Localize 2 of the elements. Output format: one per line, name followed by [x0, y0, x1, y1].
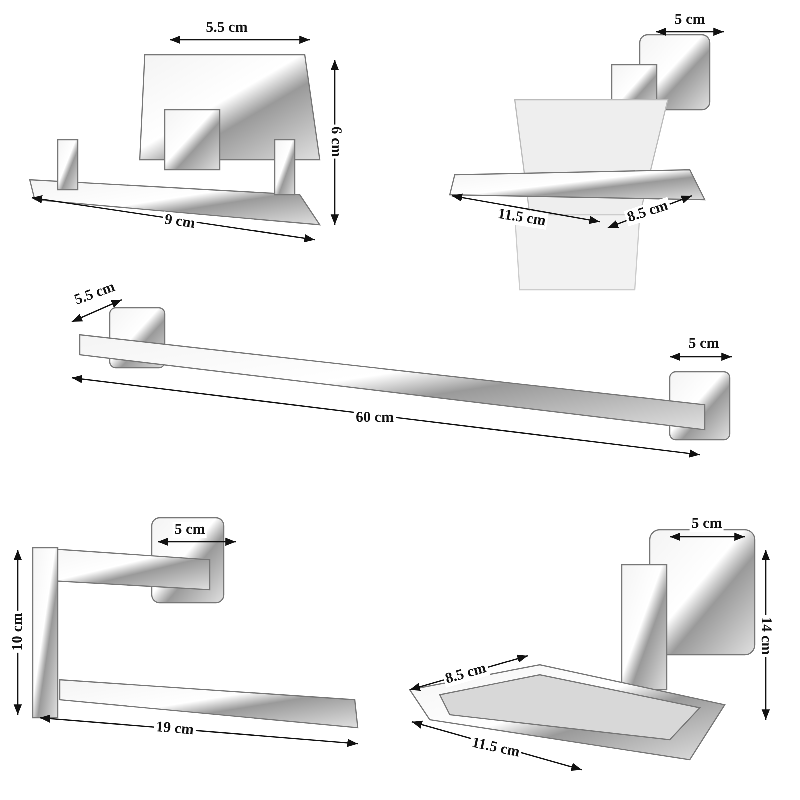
dimension-label: 5 cm	[690, 516, 724, 532]
dimension-label: 5 cm	[172, 522, 208, 538]
